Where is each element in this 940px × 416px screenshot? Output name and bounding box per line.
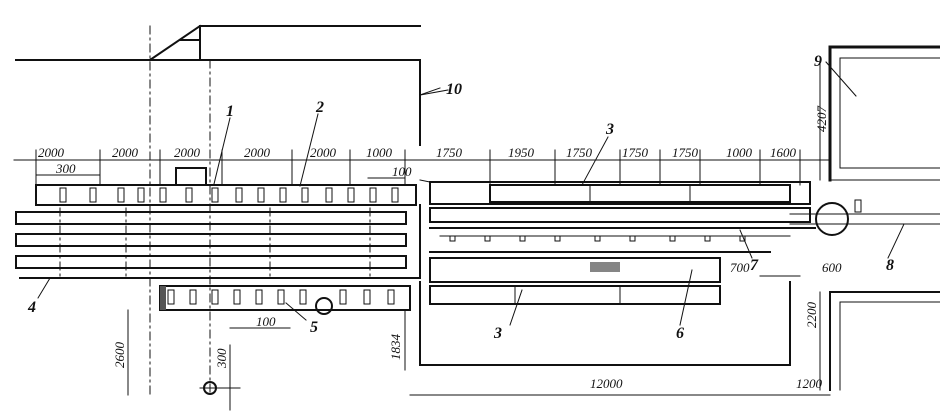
dim-top-6: 1000 xyxy=(366,145,393,160)
dimension-lines xyxy=(127,61,831,411)
dim-right-600: 600 xyxy=(822,260,842,275)
dim-small-100: 100 xyxy=(392,164,412,179)
right-building xyxy=(789,45,940,391)
dim-vertical-1834: 1834 xyxy=(388,334,403,361)
dim-top-9: 1750 xyxy=(566,145,593,160)
dim-small-300: 300 xyxy=(55,161,76,176)
callout-7: 7 xyxy=(750,257,759,274)
dim-top-11: 1750 xyxy=(672,145,699,160)
top-dimension-labels: 2000 2000 2000 2000 2000 1000 1750 1950 … xyxy=(38,145,797,179)
dim-top-5: 2000 xyxy=(310,145,337,160)
dim-bottom-1200: 1200 xyxy=(796,376,823,391)
dim-top-3: 2000 xyxy=(174,145,201,160)
callout-4: 4 xyxy=(27,299,36,316)
leader-lines xyxy=(37,61,905,326)
dim-vertical-300: 300 xyxy=(214,348,229,369)
long-beds xyxy=(15,204,421,281)
dim-bottom-100: 100 xyxy=(256,314,276,329)
callout-8: 8 xyxy=(886,257,894,274)
top-dimension-chain xyxy=(13,149,831,186)
dim-top-8: 1950 xyxy=(508,145,535,160)
dim-bottom-12000: 12000 xyxy=(590,376,623,391)
callout-10: 10 xyxy=(446,81,462,98)
callout-1: 1 xyxy=(226,103,234,120)
callout-5: 5 xyxy=(310,319,318,336)
callout-3-upper: 3 xyxy=(605,121,614,138)
dim-top-10: 1750 xyxy=(622,145,649,160)
dim-top-4: 2000 xyxy=(244,145,271,160)
callout-2: 2 xyxy=(315,99,324,116)
upper-roller-bed xyxy=(35,167,811,206)
dim-top-13: 1600 xyxy=(770,145,797,160)
dim-right-700: 700 xyxy=(730,260,750,275)
callout-6: 6 xyxy=(676,325,684,342)
callout-9: 9 xyxy=(814,53,822,70)
right-beds xyxy=(419,207,816,366)
dim-vertical-2600: 2600 xyxy=(112,342,127,369)
callout-3-lower: 3 xyxy=(493,325,502,342)
dim-top-7: 1750 xyxy=(436,145,463,160)
dim-vertical-2200: 2200 xyxy=(804,302,819,329)
dim-vertical-4207: 4207 xyxy=(814,106,829,133)
dim-top-1: 2000 xyxy=(38,145,65,160)
dim-top-12: 1000 xyxy=(726,145,753,160)
axis-lines xyxy=(149,25,211,396)
upper-building xyxy=(15,24,441,146)
other-dimension-labels: 100 12000 1200 700 600 2600 300 1834 220… xyxy=(112,106,842,392)
lower-roller-row xyxy=(159,285,411,315)
callout-labels: 1 2 3 3 4 5 6 7 8 9 10 xyxy=(27,53,894,342)
dim-top-2: 2000 xyxy=(112,145,139,160)
